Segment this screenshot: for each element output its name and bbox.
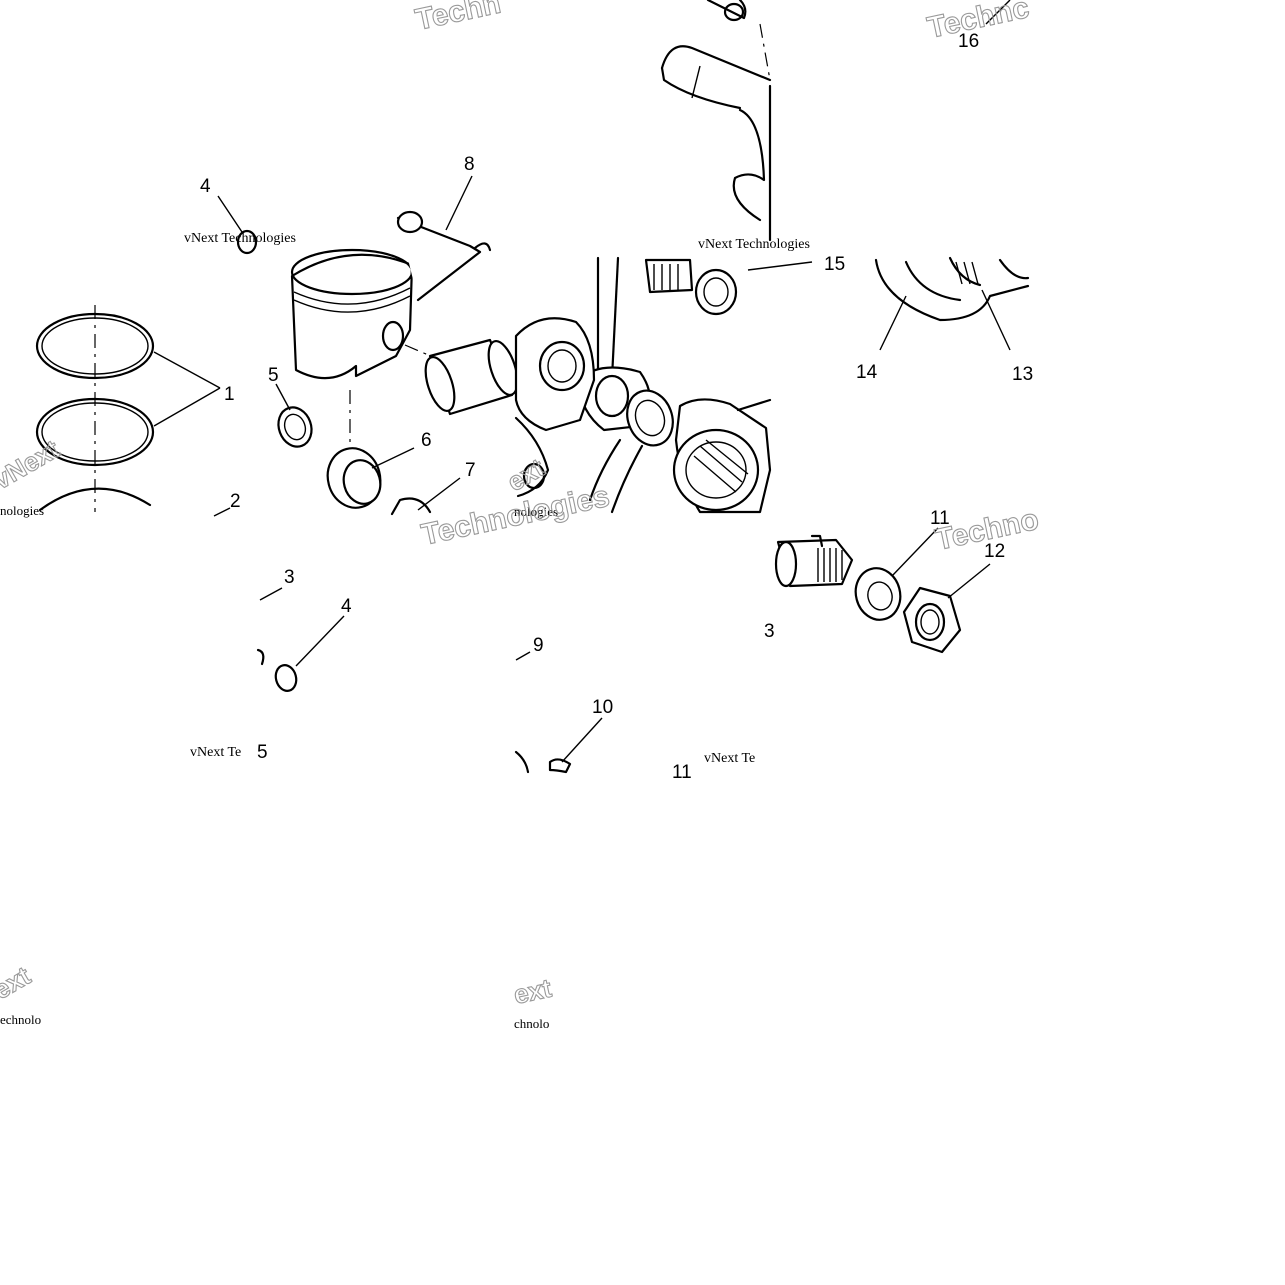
callout-2: 2 — [230, 491, 241, 512]
crank-right-web — [672, 398, 772, 514]
leader-2 — [213, 507, 231, 517]
leader-10 — [561, 717, 603, 763]
callout-11-right: 11 — [930, 508, 950, 529]
leader-7 — [417, 477, 461, 511]
callout-14: 14 — [856, 362, 878, 383]
callout-8: 8 — [464, 154, 475, 175]
leader-1-b — [153, 387, 221, 427]
watermark-big-7: ext — [0, 960, 36, 1005]
leader-12 — [947, 563, 991, 599]
callout-5-top: 5 — [268, 365, 279, 386]
leader-6 — [371, 447, 415, 469]
callout-11-lower: 11 — [672, 762, 692, 783]
leader-4-lower — [295, 615, 345, 667]
leader-14 — [879, 295, 907, 351]
watermark-small-6: nologies — [514, 504, 558, 519]
callout-16: 16 — [958, 31, 979, 52]
callout-13: 13 — [1012, 364, 1033, 385]
leader-8 — [445, 175, 473, 231]
crank-upper-fragment — [660, 0, 772, 242]
callout-labels: 1 2 3 4 4 5 5 6 7 8 9 10 11 11 12 13 14 … — [200, 31, 1033, 783]
watermark-small-3: vNext Te — [190, 745, 241, 760]
callout-12: 12 — [984, 541, 1005, 562]
callout-5-lower: 5 — [257, 742, 268, 763]
lock-washer-11 — [854, 567, 902, 621]
leader-15 — [747, 261, 813, 271]
circlip-4-lower — [256, 648, 298, 692]
callout-7: 7 — [465, 460, 476, 481]
piston-pin — [424, 338, 519, 416]
crankshaft-end — [774, 534, 854, 588]
watermark-big-6: ext — [502, 452, 550, 497]
watermark-small-5: nologies — [0, 503, 44, 518]
callout-3: 3 — [284, 567, 295, 588]
crank-left-web — [514, 317, 596, 498]
leader-1-a — [153, 351, 221, 389]
leader-11 — [891, 527, 939, 577]
watermark-small-8: chnolo — [514, 1016, 549, 1031]
thrust-washer-5 — [277, 406, 313, 448]
watermark-small-4: vNext Te — [704, 751, 755, 766]
watermarks: vNext Technologies vNext Technologies vN… — [0, 0, 1042, 1031]
leader-4-top — [217, 195, 243, 233]
watermark-big-8: ext — [511, 973, 554, 1010]
watermark-big-1: Techn — [413, 0, 504, 37]
bearing-7 — [390, 497, 432, 516]
piston-pin-8 — [396, 210, 492, 302]
bearing-15 — [644, 258, 738, 316]
callout-6: 6 — [421, 430, 432, 451]
watermark-small-1: vNext Technologies — [184, 231, 296, 246]
crank-bearing-center — [588, 389, 674, 514]
woodruff-key-10 — [514, 750, 572, 774]
callout-4-lower: 4 — [341, 596, 352, 617]
watermark-big-5: vNext — [0, 434, 65, 496]
callout-3-right: 3 — [764, 621, 775, 642]
leader-16 — [985, 0, 1011, 25]
nut-12 — [902, 586, 962, 654]
watermark-small-7: echnolo — [0, 1012, 41, 1027]
circlip-4-top — [236, 229, 258, 255]
callout-10: 10 — [592, 697, 613, 718]
callout-4-top: 4 — [200, 176, 211, 197]
callout-9: 9 — [533, 635, 544, 656]
leader-13 — [981, 289, 1011, 351]
needle-bearing-6 — [326, 447, 382, 509]
leader-5 — [275, 383, 291, 411]
watermark-small-2: vNext Technologies — [698, 237, 810, 252]
callout-1: 1 — [224, 384, 235, 405]
crank-web-14 — [874, 256, 1030, 322]
leader-3 — [259, 587, 283, 601]
leader-9 — [515, 651, 531, 661]
callout-15: 15 — [824, 254, 845, 275]
piston — [290, 248, 414, 380]
